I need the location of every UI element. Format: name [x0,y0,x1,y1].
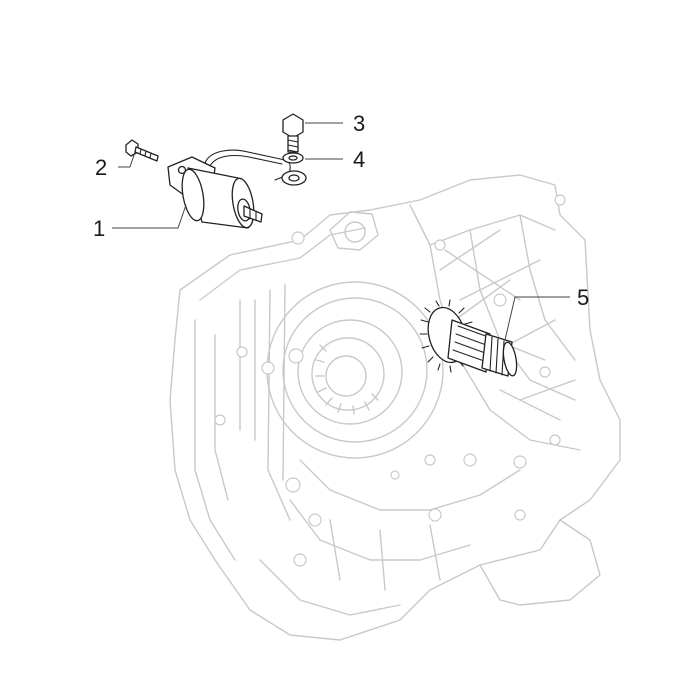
leader-5 [504,296,570,341]
mounting-screw [125,139,159,162]
callout-labels: 1 2 3 4 5 [93,111,589,310]
callout-number-4: 4 [353,147,365,172]
callout-leaders [112,122,570,341]
starter-motor [167,149,291,229]
callout-number-3: 3 [353,111,365,136]
bolt [282,113,304,153]
leader-2 [118,151,136,168]
leader-1 [112,204,187,229]
callout-number-1: 1 [93,216,105,241]
washer [281,152,307,186]
crankcase-outline [169,174,621,641]
callout-number-5: 5 [577,285,589,310]
starter-gear [419,299,518,377]
callout-number-2: 2 [95,155,107,180]
